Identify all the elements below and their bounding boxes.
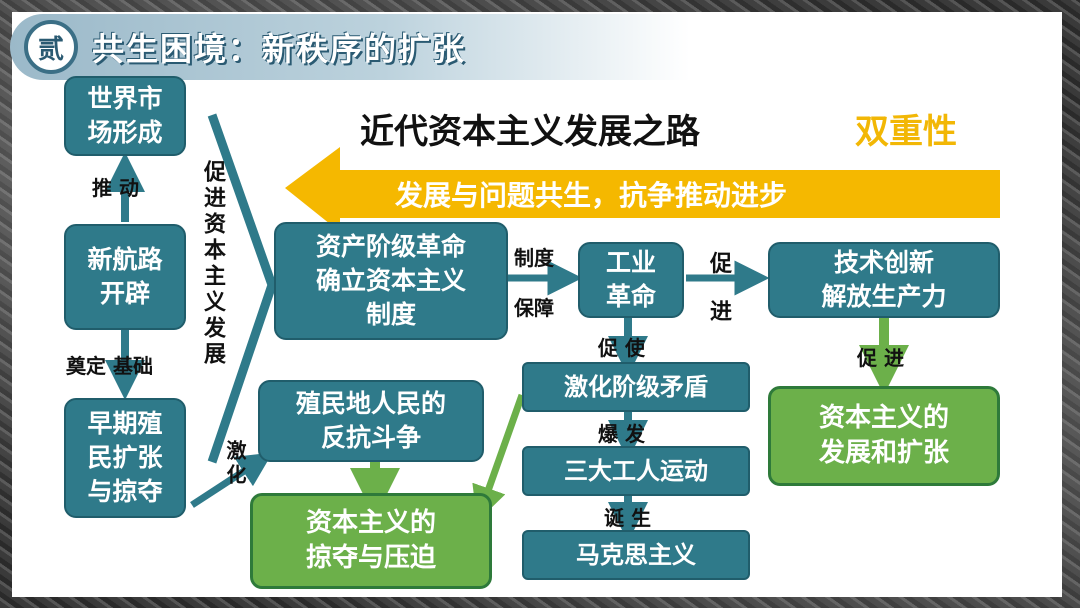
node-bourgeois-revolution: 资产阶级革命 确立资本主义 制度 [274,222,508,340]
node-marxism: 马克思主义 [522,530,750,580]
node-early-colonial: 早期殖 民扩张 与掠夺 [64,398,186,518]
section-badge: 贰 [24,20,78,74]
label-promote-h: 促 进 [857,346,904,370]
banner-arrow [285,147,1000,232]
label-promote-1: 促 [710,252,733,277]
label-promote-capitalism: 促进资本主义发展 [200,160,225,368]
label-intensify: 激化 [223,440,247,488]
label-promote-2: 进 [710,300,733,325]
node-capitalism-expansion: 资本主义的 发展和扩张 [768,386,1000,486]
section-title: 共生困境：新秩序的扩张 [92,30,467,68]
arrow-conflict-to-plunder [472,393,526,522]
label-drive: 推 动 [92,176,139,200]
arrow-colonial-to-resistance [190,452,273,508]
label-birth: 诞 生 [604,506,651,530]
label-system-1: 制度 [514,246,554,270]
bracket-line [207,113,277,464]
node-workers-movements: 三大工人运动 [522,446,750,496]
node-colonial-resistance: 殖民地人民的 反抗斗争 [258,380,484,462]
header-band [10,14,690,80]
node-industrial-revolution: 工业 革命 [578,242,684,318]
label-outbreak: 爆 发 [598,422,645,446]
node-world-market: 世界市 场形成 [64,76,186,156]
node-new-routes: 新航路 开辟 [64,224,186,330]
label-foundation: 奠定 基础 [66,354,153,378]
node-tech-innovation: 技术创新 解放生产力 [768,242,1000,318]
label-cause: 促 使 [598,336,645,360]
banner-text: 发展与问题共生，抗争推动进步 [395,179,788,212]
label-system-2: 保障 [514,296,554,320]
dual-nature-label: 双重性 [855,112,957,152]
node-class-conflict: 激化阶级矛盾 [522,362,750,412]
main-title: 近代资本主义发展之路 [360,112,700,152]
node-plunder: 资本主义的 掠夺与压迫 [250,493,492,589]
